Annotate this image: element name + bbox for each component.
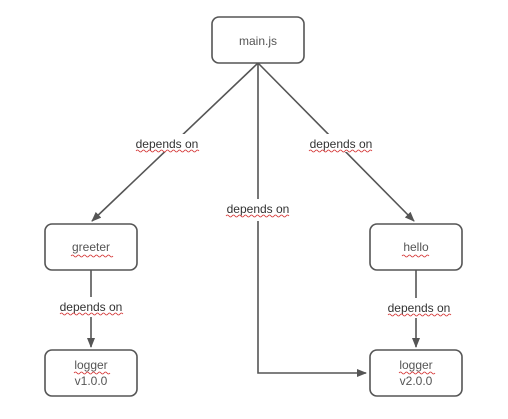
nodes: main.js greeter hello logger v1.0.0 logg…: [44, 16, 463, 397]
node-label-version: v1.0.0: [75, 374, 108, 388]
edge-label-text: depends on: [136, 137, 199, 151]
node-main-js: main.js: [211, 16, 305, 64]
node-logger-v2: logger v2.0.0: [369, 349, 463, 397]
node-label: main.js: [239, 34, 277, 48]
edge-labels: depends on depends on depends on depends…: [56, 134, 454, 318]
edge-label-main-to-hello: depends on: [306, 134, 376, 153]
node-label-version: v2.0.0: [400, 374, 433, 388]
node-hello: hello: [369, 223, 463, 271]
edge-label-text: depends on: [310, 137, 373, 151]
edge-main-to-logger-v2: [257, 63, 367, 377]
edge-label-main-to-logger-v2: depends on: [223, 199, 293, 221]
node-label: greeter: [72, 240, 110, 254]
node-logger-v1: logger v1.0.0: [44, 349, 138, 397]
edge-label-main-to-greeter: depends on: [132, 134, 202, 153]
edge-label-text: depends on: [388, 301, 451, 315]
node-label-name: logger: [399, 358, 432, 372]
node-label: hello: [403, 240, 429, 254]
edge-label-hello-to-logger-v2: depends on: [384, 298, 454, 318]
node-greeter: greeter: [44, 223, 138, 271]
node-label-name: logger: [74, 358, 107, 372]
edge-label-text: depends on: [227, 202, 290, 216]
edge-label-greeter-to-logger-v1: depends on: [56, 297, 126, 317]
edge-label-text: depends on: [60, 300, 123, 314]
